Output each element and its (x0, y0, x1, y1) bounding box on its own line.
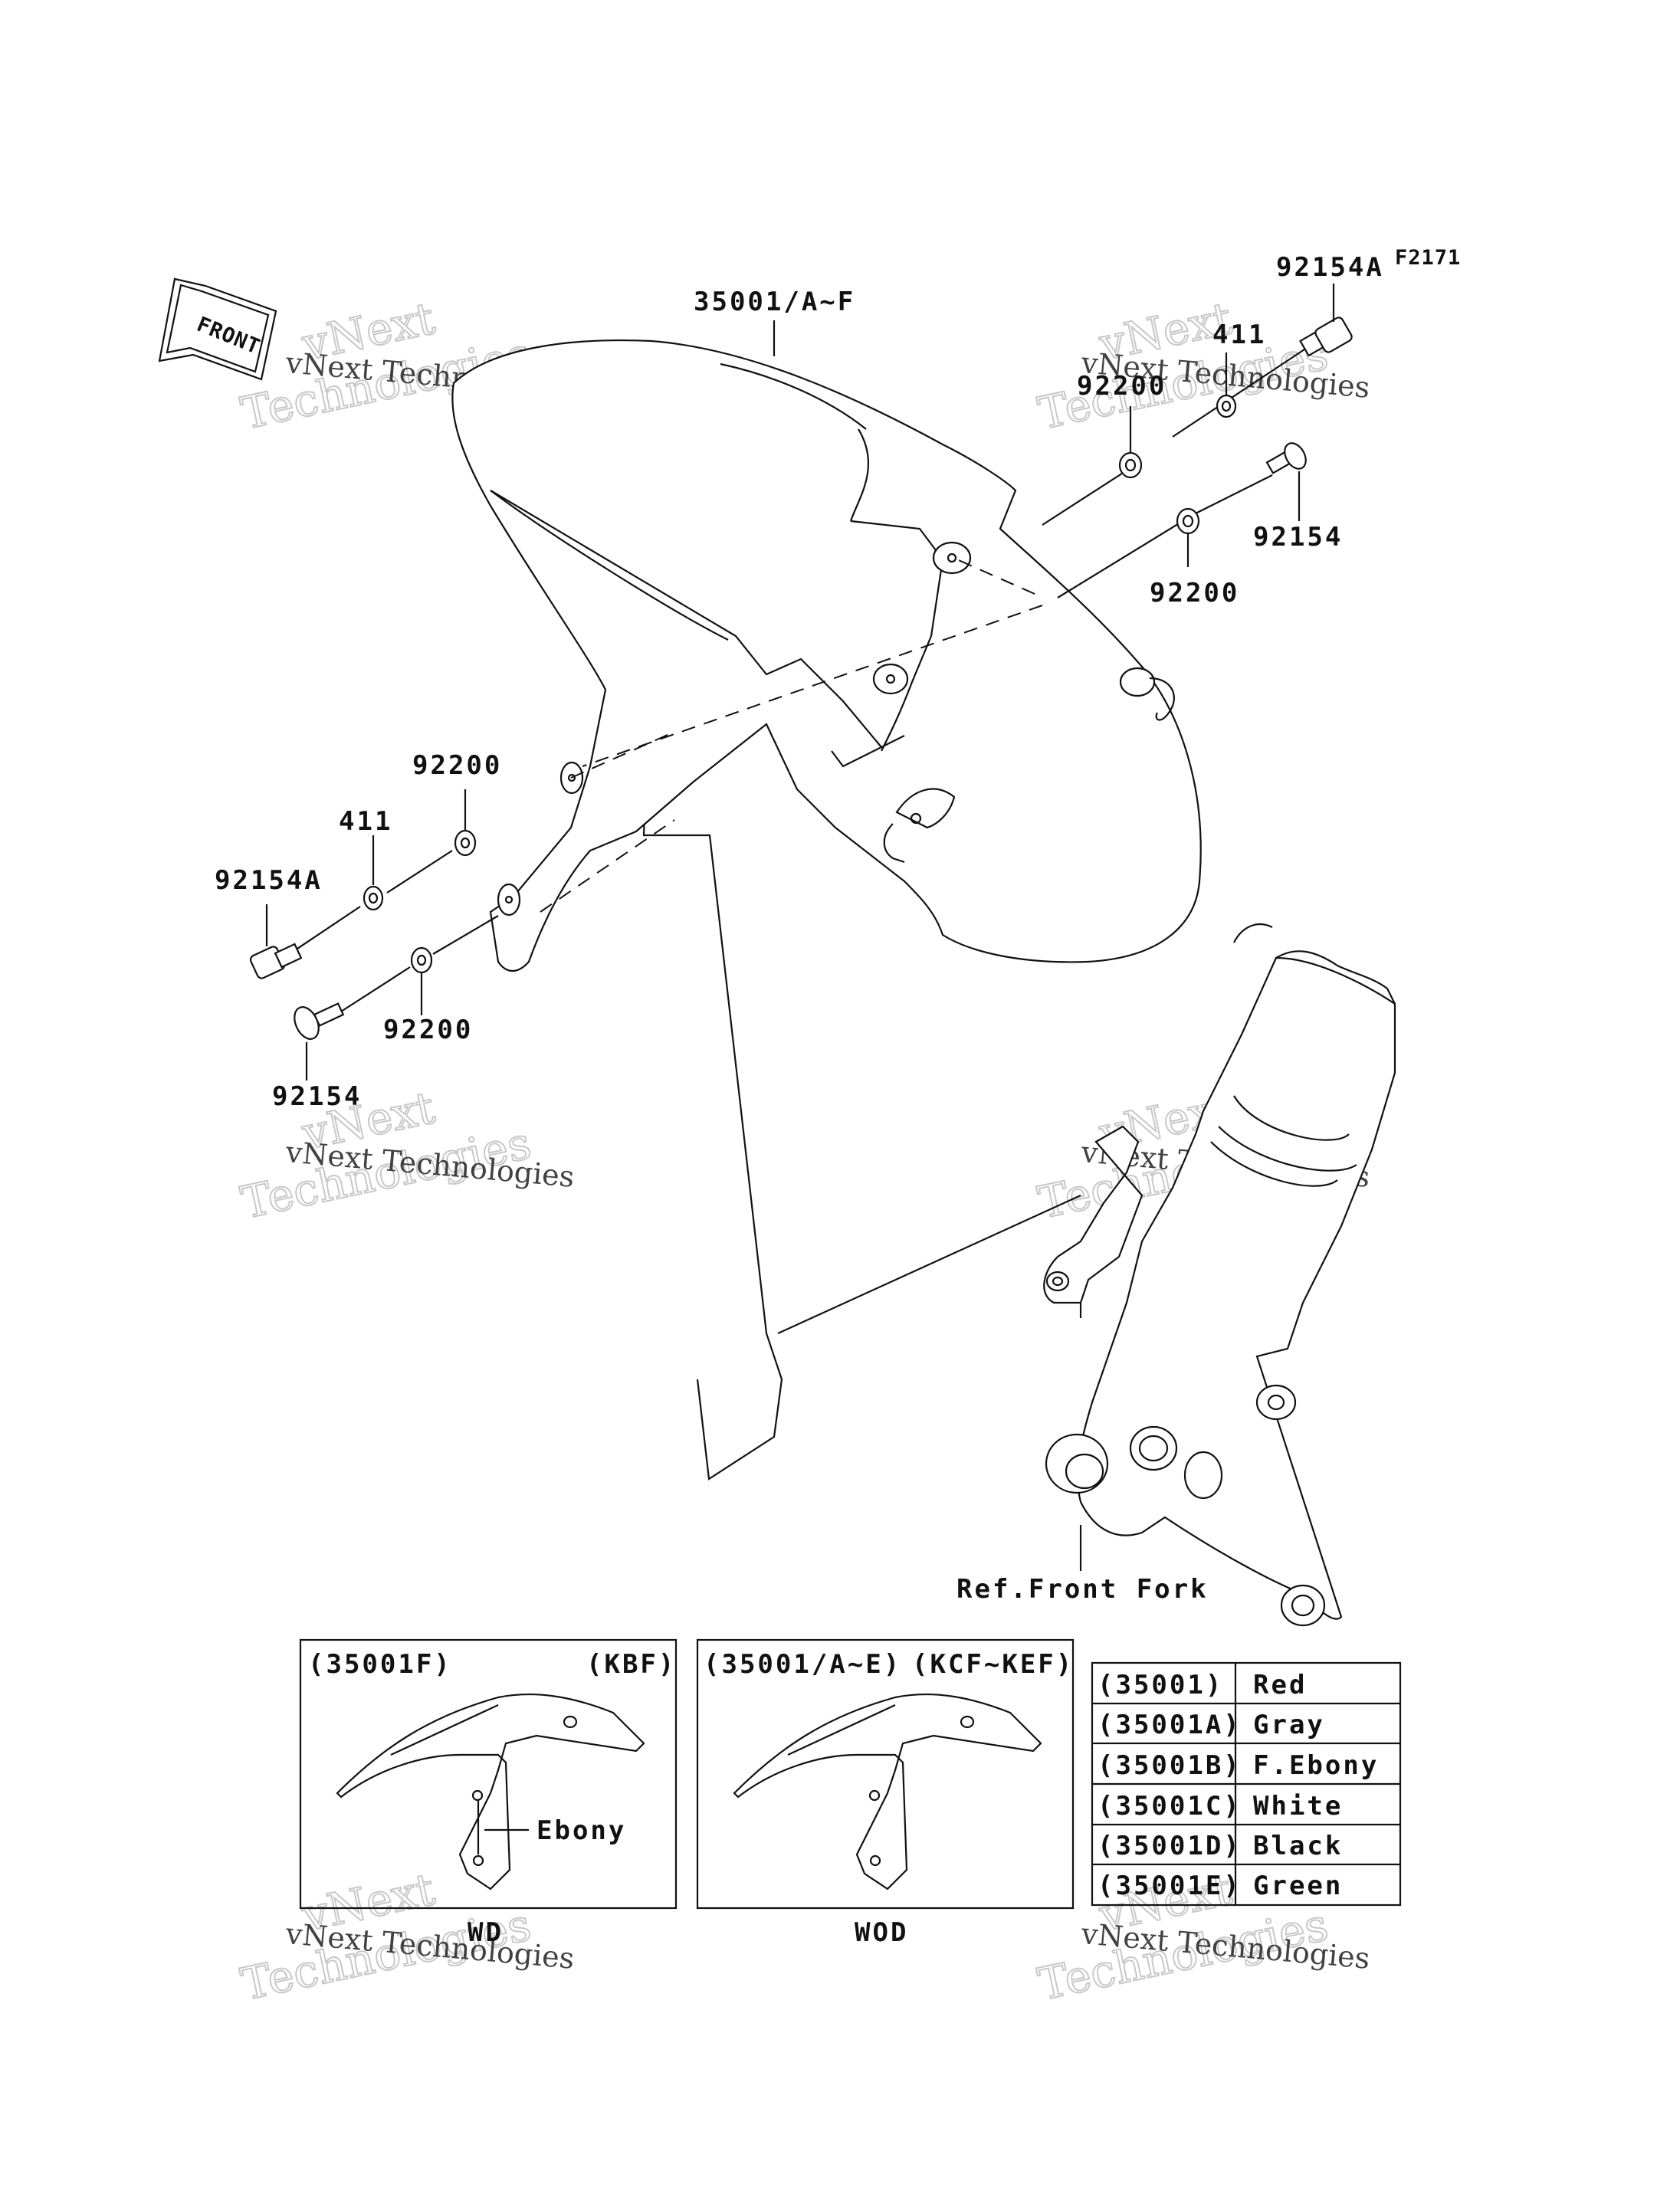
label-92154-left: 92154 (272, 1081, 362, 1112)
front-fender (451, 339, 1202, 1481)
inset-wd-code: (KBF) (586, 1649, 676, 1680)
bolt-92154-left (294, 1002, 345, 1040)
table-part-4: (35001C) (1098, 1791, 1242, 1822)
clip (1119, 667, 1156, 697)
table-part-3: (35001B) (1098, 1750, 1242, 1781)
inset-wd-note: Ebony (536, 1815, 626, 1846)
label-411-left: 411 (339, 806, 392, 837)
table-color-6: Green (1253, 1871, 1343, 1901)
table-color-2: Gray (1253, 1710, 1325, 1740)
label-411-right: 411 (1212, 320, 1266, 350)
collar-411-left (363, 885, 384, 911)
watermark-bottom-right: vNext Technologies vNext Technologies (1033, 1862, 1371, 2012)
washer-92200-left-upper (454, 829, 477, 857)
mount-hole (932, 541, 972, 575)
table-part-5: (35001D) (1098, 1831, 1242, 1861)
hardware-right (1042, 284, 1353, 598)
hardware-left (249, 789, 499, 1080)
table-color-1: Red (1253, 1670, 1307, 1700)
inset-wd-caption: WD (468, 1917, 504, 1948)
bolt-92154a-right (1299, 316, 1353, 357)
label-fender: 35001/A~F (694, 287, 855, 317)
label-92200-left-upper: 92200 (412, 750, 502, 781)
assembly-lines (540, 557, 1043, 913)
inset-wd-part: (35001F) (308, 1649, 452, 1680)
collar-411-right (1216, 394, 1237, 418)
table-color-3: F.Ebony (1253, 1750, 1379, 1781)
washer-92200-right-upper (1118, 451, 1143, 479)
inset-wd: (35001F) (KBF) Ebony WD (299, 1638, 678, 1948)
washer-92200-right-lower (1176, 507, 1200, 535)
label-92154a-left: 92154A (215, 865, 323, 896)
inset-wod-code: (KCF~KEF) (912, 1649, 1074, 1680)
inset-wod: (35001/A~E) (KCF~KEF) WOD (696, 1638, 1075, 1948)
label-92200-right-lower: 92200 (1150, 578, 1239, 608)
bolt-92154-right (1265, 442, 1307, 474)
table-color-5: Black (1253, 1831, 1343, 1861)
front-fork (1043, 923, 1396, 1627)
inset-wod-caption: WOD (855, 1917, 908, 1948)
table-color-4: White (1253, 1791, 1343, 1822)
label-front-fork-ref: Ref.Front Fork (956, 1574, 1209, 1605)
washer-92200-left-lower (410, 946, 433, 974)
watermark-bottom-left: vNext Technologies vNext Technologies (236, 1862, 576, 2012)
front-direction-arrow: FRONT (158, 277, 277, 381)
label-92154a-right: 92154A (1276, 252, 1384, 283)
inset-wod-part: (35001/A~E) (704, 1649, 901, 1680)
table-part-2: (35001A) (1098, 1710, 1242, 1740)
color-table: (35001) Red (35001A) Gray (35001B) F.Ebo… (1091, 1661, 1402, 1907)
label-92200-right-upper: 92200 (1077, 371, 1166, 402)
table-part-6: (35001E) (1098, 1871, 1242, 1901)
figure-code: F2171 (1395, 246, 1461, 270)
callout-labels: 35001/A~F 92154A 411 92200 92154 92200 9… (215, 252, 1384, 1605)
bolt-92154a-left (249, 943, 303, 979)
mount-hole (872, 663, 909, 695)
table-part-1: (35001) (1098, 1670, 1223, 1700)
label-92154-right: 92154 (1253, 522, 1343, 553)
label-92200-left-lower: 92200 (383, 1015, 473, 1045)
mount-hole (497, 883, 521, 917)
